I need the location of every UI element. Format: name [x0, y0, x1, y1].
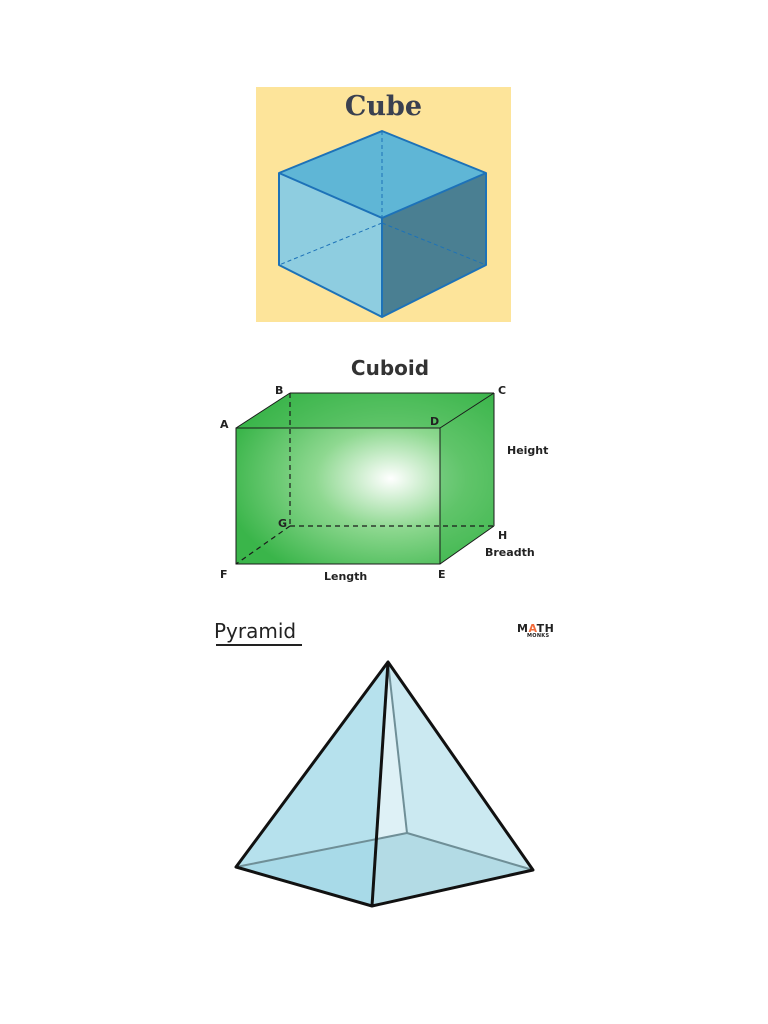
- logo-sub-text: MONKS: [527, 633, 550, 639]
- pyramid-left-face: [236, 662, 388, 906]
- cuboid-hidden-edges: [235, 393, 494, 565]
- cube-hidden-edges: [278, 131, 487, 266]
- math-monks-logo: MATH MONKS: [517, 622, 557, 642]
- height-label: Height: [507, 444, 548, 457]
- cube-title: Cube: [344, 91, 423, 122]
- vertex-label-b: B: [275, 384, 283, 397]
- vertex-label-a: A: [220, 418, 229, 431]
- cuboid-edges: [235, 392, 495, 565]
- pyramid-title: Pyramid: [214, 619, 297, 643]
- cuboid-diagram: Cuboid A B C D E F G H Height Breadth Le…: [220, 356, 548, 583]
- vertex-label-h: H: [498, 529, 507, 542]
- pyramid-hidden-edges: [235, 661, 534, 871]
- cube-diagram: [278, 130, 487, 318]
- cube-front-face: [279, 173, 382, 317]
- cuboid-top-face: [236, 393, 494, 428]
- vertex-label-c: C: [498, 384, 506, 397]
- vertex-label-d: D: [430, 415, 439, 428]
- breadth-label: Breadth: [485, 546, 535, 559]
- vertex-label-f: F: [220, 568, 228, 581]
- vertex-label-g: G: [278, 517, 287, 530]
- cube-right-face: [382, 173, 486, 317]
- cuboid-side-face: [440, 393, 494, 564]
- cuboid-body: [236, 393, 494, 564]
- pyramid-front-right-face: [372, 662, 533, 906]
- cube-panel: Cube: [256, 87, 511, 322]
- logo-main-text: MATH: [517, 622, 555, 635]
- vertex-label-e: E: [438, 568, 446, 581]
- cube-edges: [278, 130, 487, 318]
- pyramid-title-underline: [216, 644, 302, 646]
- pyramid-diagram: [234, 660, 535, 908]
- logo-accent-letter: A: [528, 622, 537, 635]
- length-label: Length: [324, 570, 367, 583]
- cuboid-title: Cuboid: [351, 356, 429, 380]
- pyramid-edges: [234, 660, 535, 908]
